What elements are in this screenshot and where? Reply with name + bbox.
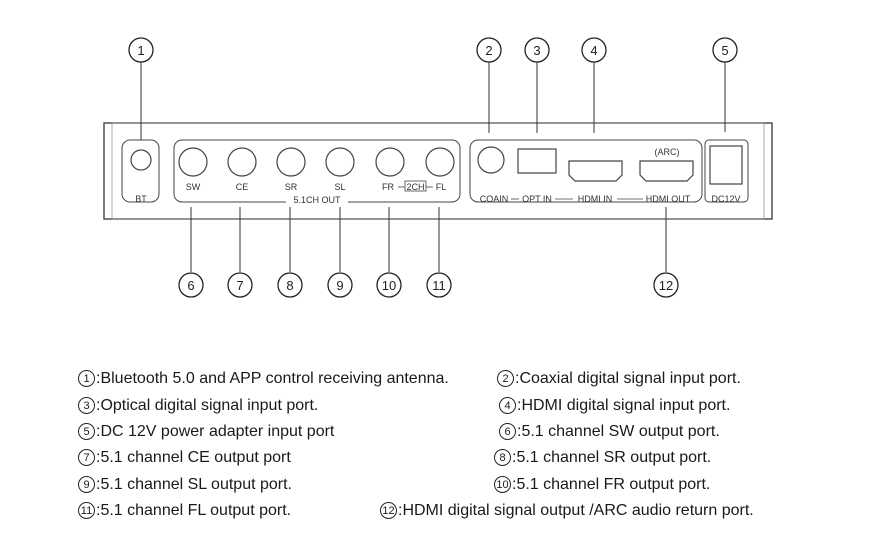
legend-num-12: 12 [380, 502, 397, 519]
callout-9 [327, 272, 353, 298]
hdmi-in-label: HDMI IN [578, 194, 613, 204]
legend-num-10: 10 [494, 476, 511, 493]
legend-text-2: :Coaxial digital signal input port. [515, 369, 741, 387]
legend-num-11: 11 [78, 502, 95, 519]
fr-label: FR [382, 182, 394, 192]
legend-item-12: 12:HDMI digital signal output /ARC audio… [380, 502, 754, 519]
legend-item-5: 5:DC 12V power adapter input port [78, 423, 334, 440]
callout-12 [653, 272, 679, 298]
callout-8-num: 8 [286, 278, 293, 293]
callout-7-num: 7 [236, 278, 243, 293]
legend-item-7: 7:5.1 channel CE output port [78, 449, 291, 466]
legend-text-1: :Bluetooth 5.0 and APP control receiving… [96, 369, 449, 387]
callout-2 [476, 37, 502, 63]
legend-num-6: 6 [499, 423, 516, 440]
callout-8 [277, 272, 303, 298]
twoch-box [404, 180, 427, 192]
callout-11-num: 11 [432, 278, 446, 293]
callout-12-num: 12 [659, 278, 673, 293]
callout-11 [426, 272, 452, 298]
legend-item-2: 2:Coaxial digital signal input port. [497, 370, 741, 387]
sr-label: SR [285, 182, 298, 192]
optical-port [517, 148, 557, 174]
device-body [103, 122, 773, 220]
callout-1-num: 1 [137, 43, 144, 58]
dc-power-port [709, 145, 743, 185]
twoch-label: 2CH [406, 182, 424, 192]
callout-10-num: 10 [382, 278, 396, 293]
bt-antenna-port [130, 149, 152, 171]
callout-6 [178, 272, 204, 298]
hdmi-in-port [568, 160, 623, 182]
legend-num-9: 9 [78, 476, 95, 493]
legend-text-12: :HDMI digital signal output /ARC audio r… [398, 501, 754, 519]
ce-label: CE [236, 182, 249, 192]
legend-num-8: 8 [494, 449, 511, 466]
hdmi-out-label: HDMI OUT [646, 194, 691, 204]
legend-text-11: :5.1 channel FL output port. [96, 501, 292, 519]
callout-1 [128, 37, 154, 63]
legend-item-1: 1:Bluetooth 5.0 and APP control receivin… [78, 370, 449, 387]
hdmi-out-port [639, 160, 694, 182]
callout-4 [581, 37, 607, 63]
legend-num-1: 1 [78, 370, 95, 387]
sw-jack [178, 147, 208, 177]
legend-text-5: :DC 12V power adapter input port [96, 422, 335, 440]
arc-label: (ARC) [655, 147, 680, 157]
sw-label: SW [186, 182, 201, 192]
output-group-label: 5.1CH OUT [293, 195, 341, 205]
sl-label: SL [334, 182, 345, 192]
callout-4-num: 4 [590, 43, 597, 58]
legend-item-10: 10:5.1 channel FR output port. [494, 476, 710, 493]
dc-label: DC12V [711, 194, 740, 204]
group-label-bg [286, 194, 348, 204]
legend-num-3: 3 [78, 397, 95, 414]
bt-label: BT [135, 194, 147, 204]
legend-text-8: :5.1 channel SR output port. [512, 448, 712, 466]
fr-jack [375, 147, 405, 177]
legend-item-6: 6:5.1 channel SW output port. [499, 423, 720, 440]
input-group-frame [469, 139, 703, 203]
legend-item-3: 3:Optical digital signal input port. [78, 397, 318, 414]
dc-port-frame [704, 139, 749, 203]
device-inner-frame [111, 122, 765, 220]
legend-text-10: :5.1 channel FR output port. [512, 475, 711, 493]
legend-text-4: :HDMI digital signal input port. [517, 396, 731, 414]
sl-jack [325, 147, 355, 177]
legend-text-6: :5.1 channel SW output port. [517, 422, 720, 440]
callout-6-num: 6 [187, 278, 194, 293]
legend-item-4: 4:HDMI digital signal input port. [499, 397, 730, 414]
callout-3 [524, 37, 550, 63]
sr-jack [276, 147, 306, 177]
legend-text-3: :Optical digital signal input port. [96, 396, 319, 414]
legend-num-4: 4 [499, 397, 516, 414]
callout-5-num: 5 [721, 43, 728, 58]
legend-num-5: 5 [78, 423, 95, 440]
legend-num-7: 7 [78, 449, 95, 466]
ce-jack [227, 147, 257, 177]
coax-jack [477, 146, 505, 174]
legend-item-11: 11:5.1 channel FL output port. [78, 502, 291, 519]
fl-label: FL [436, 182, 447, 192]
coax-label: COAIN [480, 194, 509, 204]
fl-jack [425, 147, 455, 177]
legend-text-7: :5.1 channel CE output port [96, 448, 291, 466]
callout-10 [376, 272, 402, 298]
legend-text-9: :5.1 channel SL output port. [96, 475, 292, 493]
callout-3-num: 3 [533, 43, 540, 58]
callout-5 [712, 37, 738, 63]
callout-9-num: 9 [336, 278, 343, 293]
legend-item-8: 8:5.1 channel SR output port. [494, 449, 711, 466]
optical-label: OPT IN [522, 194, 552, 204]
legend-item-9: 9:5.1 channel SL output port. [78, 476, 292, 493]
callout-7 [227, 272, 253, 298]
callout-2-num: 2 [485, 43, 492, 58]
legend-num-2: 2 [497, 370, 514, 387]
